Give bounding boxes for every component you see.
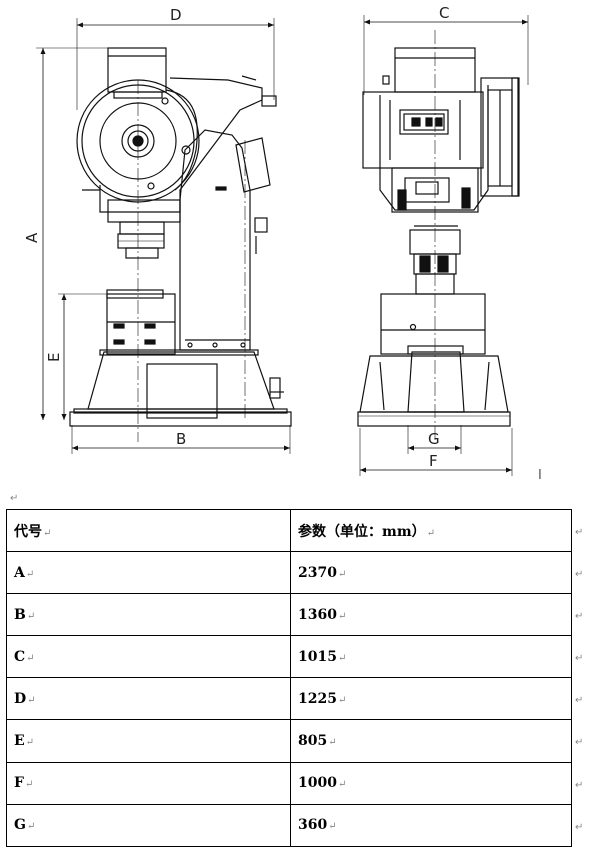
row-end-mark: ↵ xyxy=(575,527,584,538)
press-technical-drawing: D A E B xyxy=(23,4,542,483)
dim-label-d: D xyxy=(170,6,182,24)
row-value: 1000↵ xyxy=(290,761,572,805)
row-value: 1225↵ xyxy=(290,677,572,721)
row-code: C↵ xyxy=(6,635,291,679)
dim-label-e: E xyxy=(45,353,63,362)
text-cursor-mark: I xyxy=(538,468,542,483)
row-code: D↵ xyxy=(6,677,291,721)
row-code: G↵ xyxy=(6,803,291,847)
dimension-table: 代号↵ 参数（单位：mm）↵ A↵ 2370↵ B↵ 1360↵ C↵ 1015… xyxy=(6,508,572,847)
row-end-mark: ↵ xyxy=(575,821,584,833)
table-row: F↵ 1000↵ xyxy=(6,761,572,805)
dim-label-a: A xyxy=(23,232,41,243)
row-end-mark: ↵ xyxy=(575,653,584,665)
dim-label-f: F xyxy=(429,452,438,470)
table-header-row: 代号↵ 参数（单位：mm）↵ xyxy=(6,508,572,553)
table-row: B↵ 1360↵ xyxy=(6,593,572,637)
dim-label-c: C xyxy=(439,4,449,22)
row-code: F↵ xyxy=(6,761,291,805)
row-end-mark: ↵ xyxy=(575,611,584,623)
side-view: D A E B xyxy=(23,6,292,454)
table-row: A↵ 2370↵ xyxy=(6,551,572,595)
front-view: C F G xyxy=(357,4,529,476)
row-code: B↵ xyxy=(6,593,291,637)
row-value: 1015↵ xyxy=(290,635,572,679)
table-row: G↵ 360↵ xyxy=(6,803,572,847)
row-value: 360↵ xyxy=(290,803,572,847)
row-end-mark: ↵ xyxy=(575,695,584,707)
header-code: 代号↵ xyxy=(6,508,291,553)
row-end-mark: ↵ xyxy=(575,569,584,581)
table-row: E↵ 805↵ xyxy=(6,719,572,763)
row-code: E↵ xyxy=(6,719,291,763)
row-value: 805↵ xyxy=(290,719,572,763)
row-end-mark: ↵ xyxy=(575,737,584,749)
row-value: 1360↵ xyxy=(290,593,572,637)
row-end-mark: ↵ xyxy=(575,779,584,791)
dim-label-b: B xyxy=(176,430,186,448)
paragraph-mark: ↵ xyxy=(10,493,19,504)
row-code: A↵ xyxy=(6,551,291,595)
row-value: 2370↵ xyxy=(290,551,572,595)
table-row: C↵ 1015↵ xyxy=(6,635,572,679)
table-row: D↵ 1225↵ xyxy=(6,677,572,721)
dim-label-g: G xyxy=(428,430,440,448)
header-value: 参数（单位：mm）↵ xyxy=(290,508,572,553)
